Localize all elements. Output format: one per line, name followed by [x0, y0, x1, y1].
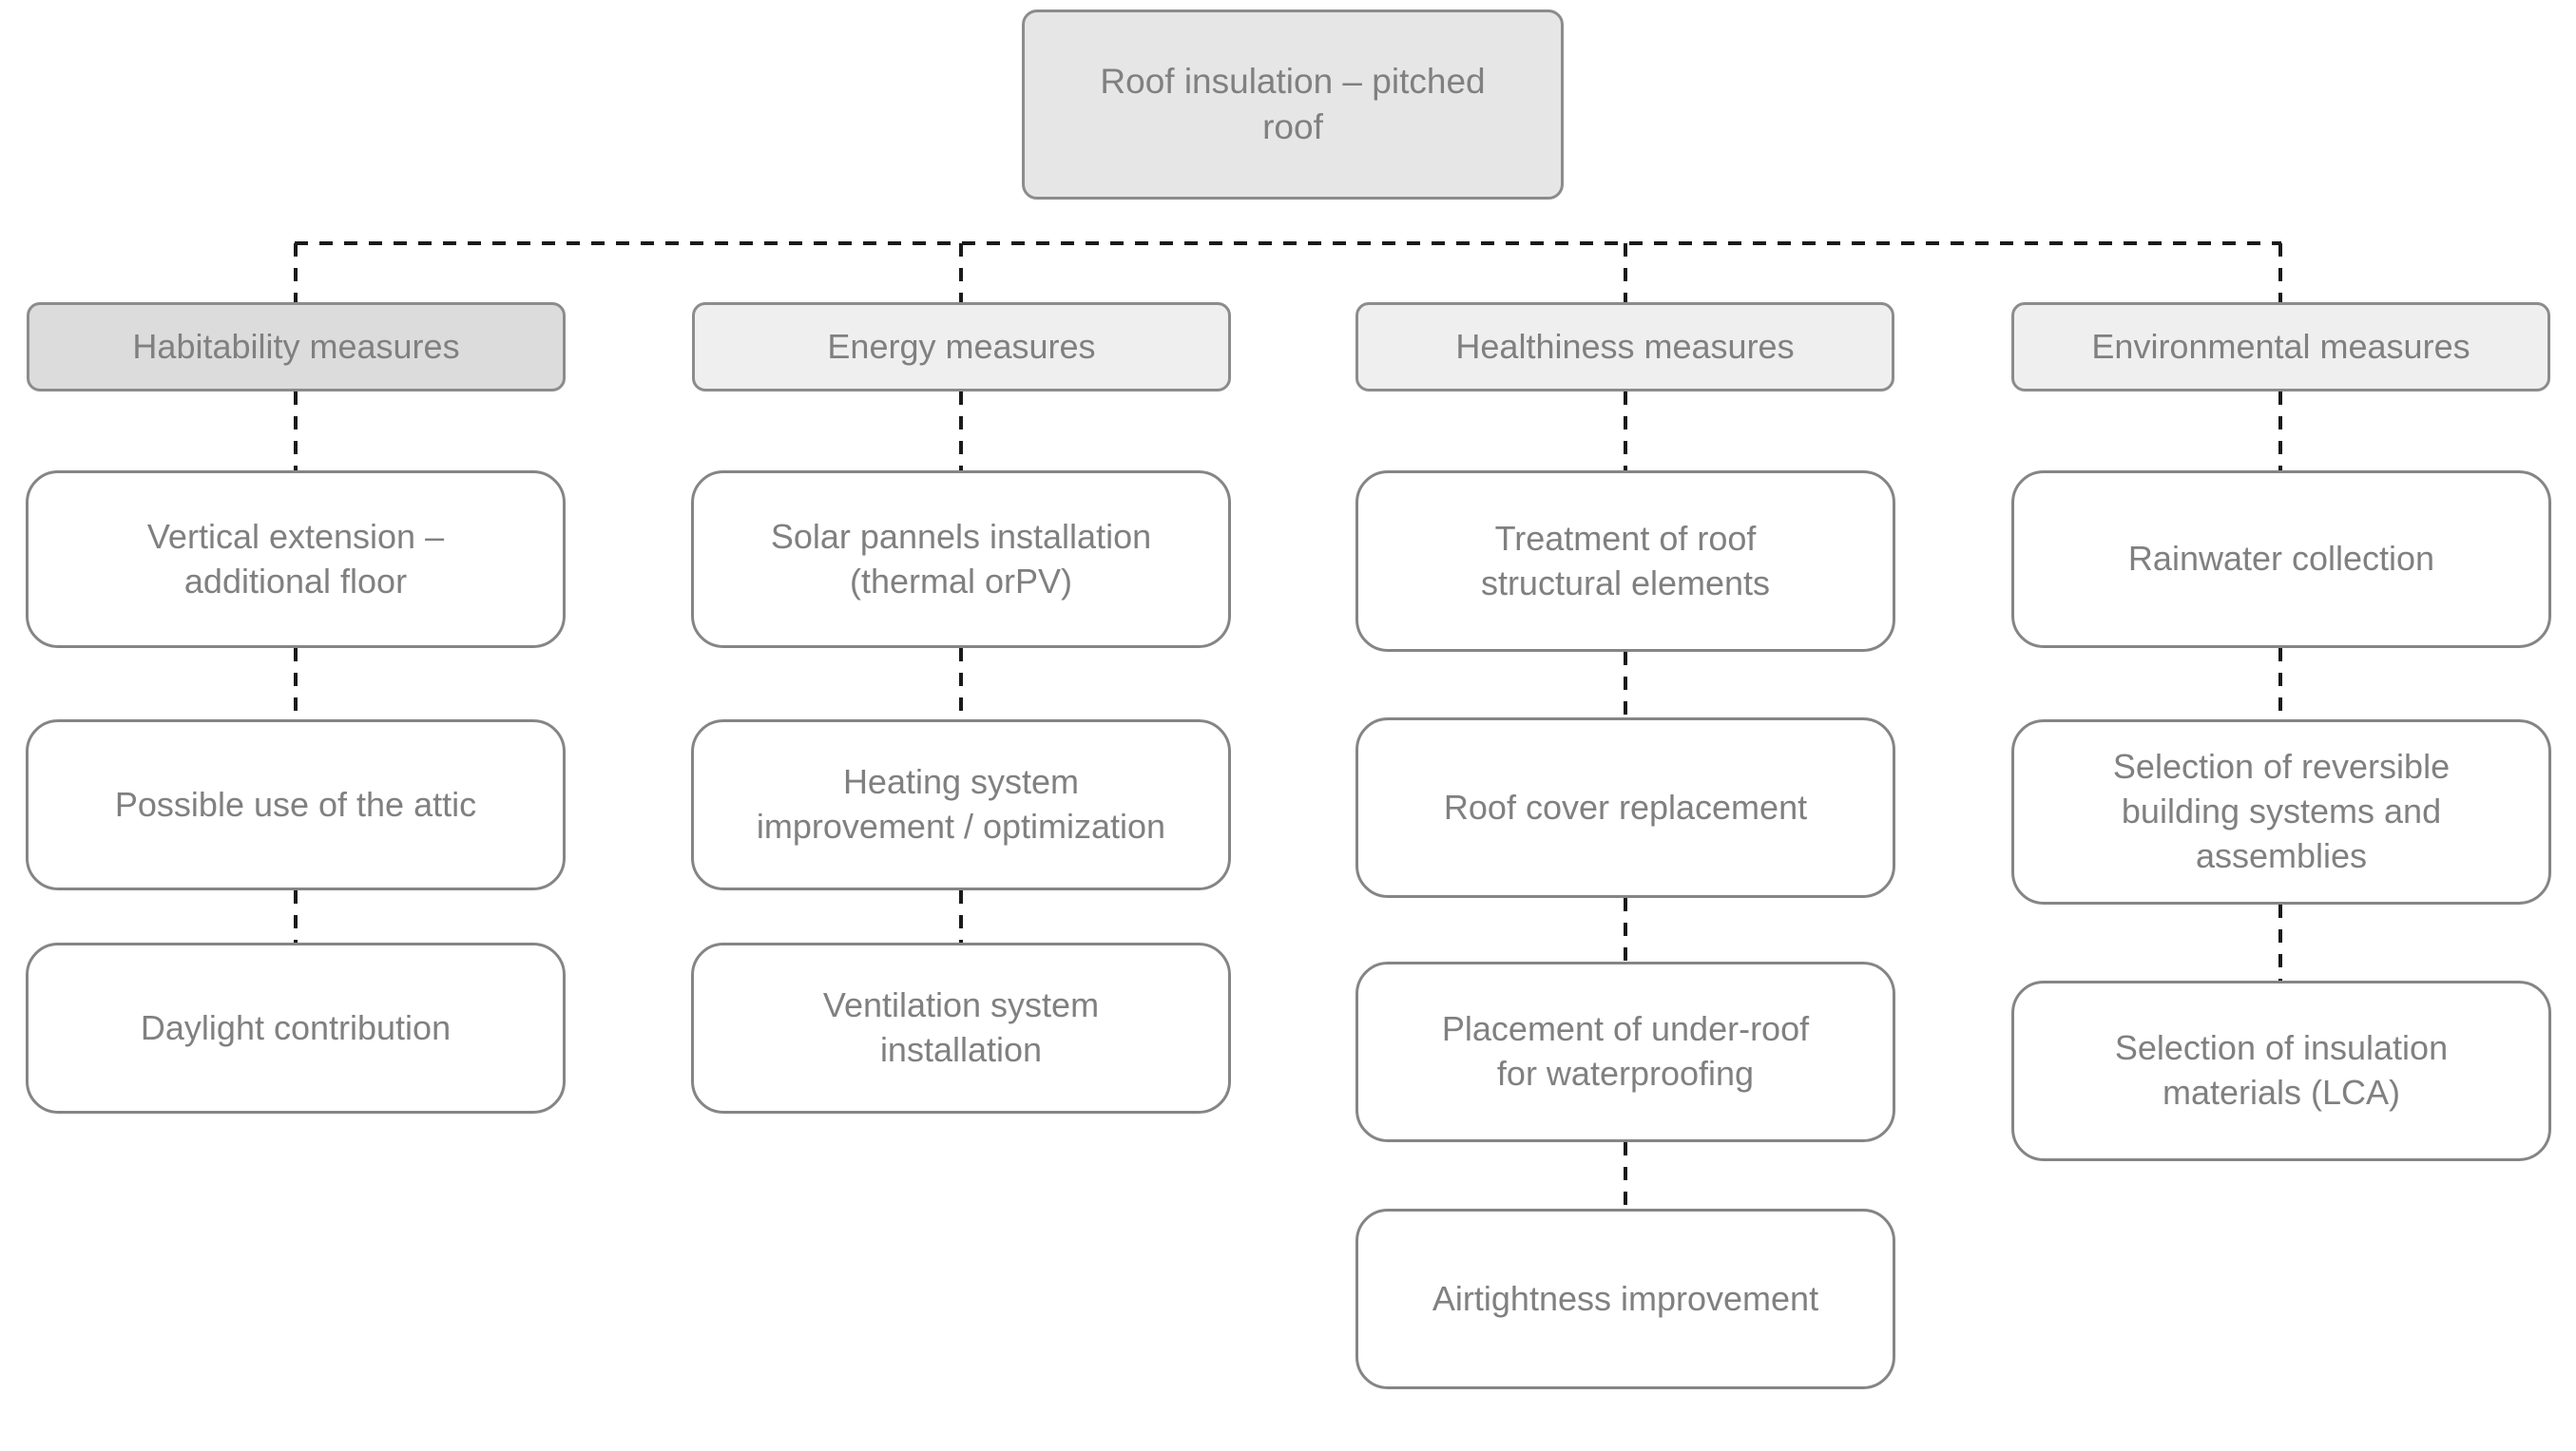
measure-node-healthiness-3-label: Placement of under-roof for waterproofin… [1441, 1009, 1810, 1093]
measure-node-environmental-2-label: Selection of reversible building systems… [2112, 747, 2451, 875]
measure-node-energy-1-label: Solar pannels installation (thermal orPV… [770, 516, 1152, 601]
measure-node-environmental-2[interactable]: Selection of reversible building systems… [2011, 719, 2551, 905]
measure-node-energy-3-label: Ventilation system installation [822, 985, 1100, 1069]
category-node-environmental[interactable]: Environmental measures [2011, 302, 2550, 391]
category-node-energy-label: Energy measures [827, 326, 1096, 366]
category-node-healthiness-label: Healthiness measures [1455, 326, 1795, 366]
measure-node-habitability-1-label: Vertical extension – additional floor [146, 516, 445, 601]
measure-node-healthiness-3[interactable]: Placement of under-roof for waterproofin… [1355, 962, 1895, 1142]
measure-node-energy-2-label: Heating system improvement / optimizatio… [756, 762, 1166, 846]
measure-node-environmental-1-label: Rainwater collection [2127, 539, 2435, 579]
measure-node-habitability-3[interactable]: Daylight contribution [26, 943, 566, 1114]
measure-node-environmental-3-label: Selection of insulation materials (LCA) [2114, 1028, 2449, 1112]
measure-node-habitability-2-label: Possible use of the attic [114, 784, 477, 824]
category-node-healthiness[interactable]: Healthiness measures [1355, 302, 1894, 391]
measure-node-environmental-3[interactable]: Selection of insulation materials (LCA) [2011, 981, 2551, 1161]
measure-node-energy-3[interactable]: Ventilation system installation [691, 943, 1231, 1114]
root-node[interactable]: Roof insulation – pitched roof [1022, 10, 1564, 200]
measure-node-habitability-1[interactable]: Vertical extension – additional floor [26, 470, 566, 648]
root-node-label: Roof insulation – pitched roof [1100, 61, 1486, 146]
category-node-energy[interactable]: Energy measures [692, 302, 1231, 391]
category-node-habitability[interactable]: Habitability measures [27, 302, 566, 391]
measure-node-healthiness-1[interactable]: Treatment of roof structural elements [1355, 470, 1895, 652]
category-node-habitability-label: Habitability measures [132, 326, 460, 366]
category-node-environmental-label: Environmental measures [2091, 326, 2470, 366]
measure-node-energy-1[interactable]: Solar pannels installation (thermal orPV… [691, 470, 1231, 648]
measure-node-healthiness-1-label: Treatment of roof structural elements [1480, 518, 1771, 602]
measure-node-energy-2[interactable]: Heating system improvement / optimizatio… [691, 719, 1231, 890]
measure-node-environmental-1[interactable]: Rainwater collection [2011, 470, 2551, 648]
measure-node-healthiness-2[interactable]: Roof cover replacement [1355, 717, 1895, 898]
measure-node-healthiness-4[interactable]: Airtightness improvement [1355, 1209, 1895, 1389]
measure-node-habitability-3-label: Daylight contribution [140, 1007, 452, 1047]
measure-node-healthiness-2-label: Roof cover replacement [1443, 787, 1808, 827]
measure-node-habitability-2[interactable]: Possible use of the attic [26, 719, 566, 890]
measure-node-healthiness-4-label: Airtightness improvement [1432, 1278, 1819, 1318]
